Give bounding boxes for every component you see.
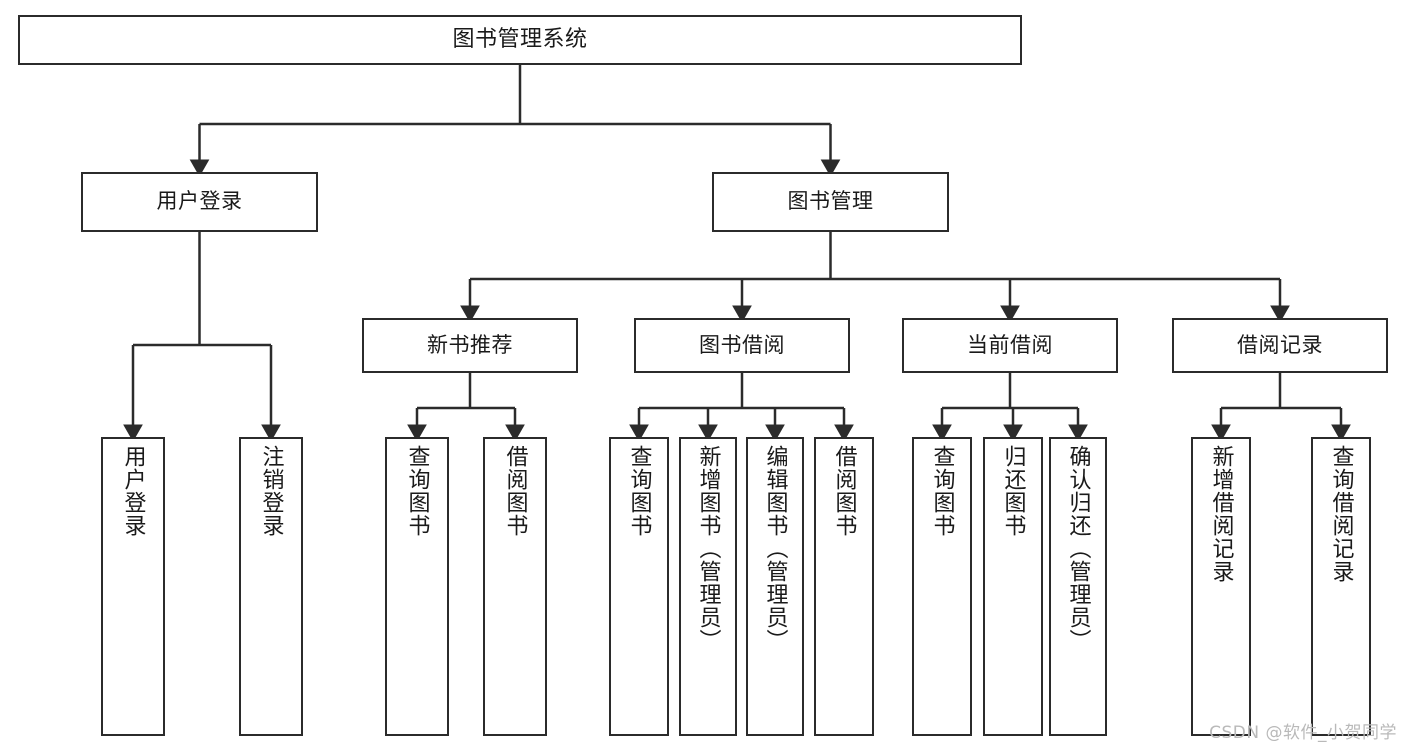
node-current[interactable]: 当前借阅	[902, 318, 1118, 373]
node-leaf1[interactable]: 用户登录	[101, 437, 165, 736]
node-leaf2[interactable]: 注销登录	[239, 437, 303, 736]
node-label: 图书管理系统	[452, 26, 588, 52]
node-label: 用户登录	[120, 445, 146, 537]
node-records[interactable]: 借阅记录	[1172, 318, 1388, 373]
node-label: 借阅记录	[1237, 332, 1323, 357]
node-leaf13[interactable]: 查询借阅记录	[1311, 437, 1371, 736]
node-label: 新增借阅记录	[1208, 445, 1234, 583]
node-label: 当前借阅	[967, 332, 1053, 357]
node-label: 图书管理	[787, 189, 874, 214]
node-label: 新增图书（管理员）	[695, 445, 721, 652]
node-leaf8[interactable]: 借阅图书	[814, 437, 874, 736]
edge-group	[123, 65, 1351, 442]
node-bookmgmt[interactable]: 图书管理	[712, 172, 949, 232]
node-label: 查询图书	[404, 445, 430, 537]
node-label: 借阅图书	[502, 445, 528, 537]
node-leaf6[interactable]: 新增图书（管理员）	[679, 437, 737, 736]
node-label: 借阅图书	[831, 445, 857, 537]
node-label: 确认归还（管理员）	[1065, 445, 1091, 652]
node-label: 用户登录	[156, 189, 243, 214]
node-label: 新书推荐	[427, 332, 513, 357]
node-label: 编辑图书（管理员）	[762, 445, 788, 652]
node-label: 查询借阅记录	[1328, 445, 1354, 583]
node-leaf10[interactable]: 归还图书	[983, 437, 1043, 736]
watermark: CSDN @软件_小贺同学	[1209, 723, 1397, 743]
node-leaf11[interactable]: 确认归还（管理员）	[1049, 437, 1107, 736]
node-label: 查询图书	[929, 445, 955, 537]
node-leaf5[interactable]: 查询图书	[609, 437, 669, 736]
node-root[interactable]: 图书管理系统	[18, 15, 1022, 65]
node-label: 归还图书	[1000, 445, 1026, 537]
node-newbook[interactable]: 新书推荐	[362, 318, 578, 373]
node-label: 查询图书	[626, 445, 652, 537]
node-login[interactable]: 用户登录	[81, 172, 318, 232]
node-label: 图书借阅	[699, 332, 785, 357]
node-leaf4[interactable]: 借阅图书	[483, 437, 547, 736]
node-leaf3[interactable]: 查询图书	[385, 437, 449, 736]
node-label: 注销登录	[258, 445, 284, 537]
node-leaf7[interactable]: 编辑图书（管理员）	[746, 437, 804, 736]
node-leaf9[interactable]: 查询图书	[912, 437, 972, 736]
node-leaf12[interactable]: 新增借阅记录	[1191, 437, 1251, 736]
node-borrow[interactable]: 图书借阅	[634, 318, 850, 373]
